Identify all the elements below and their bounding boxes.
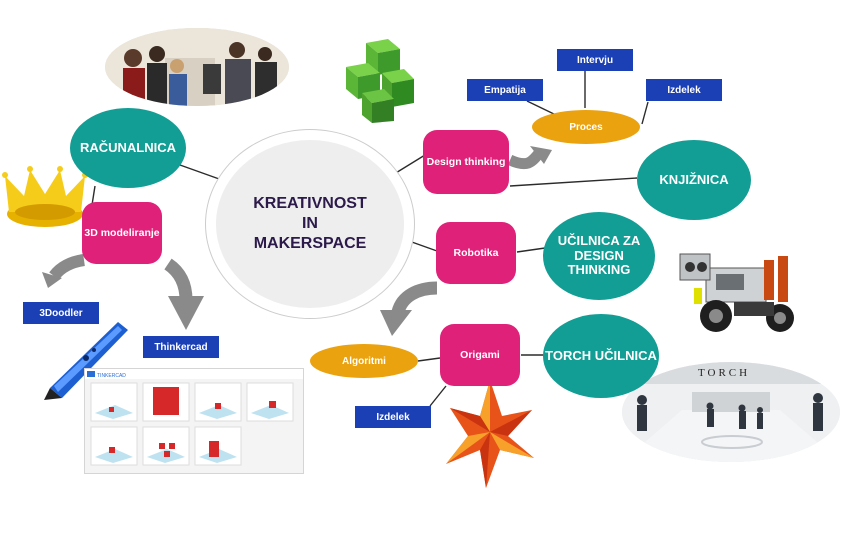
label-empatija: Empatija — [467, 79, 543, 101]
crown-image — [2, 164, 88, 230]
label-izdelek-bottom: Izdelek — [355, 406, 431, 428]
center-line-1: KREATIVNOST — [253, 195, 367, 212]
origami-star-image — [446, 380, 534, 488]
label-intervju: Intervju — [557, 49, 633, 71]
link-proces-izdelek — [641, 101, 649, 125]
center-line-3: MAKERSPACE — [253, 235, 367, 252]
green-puzzle-cube-image — [342, 37, 418, 123]
node-design-thinking: Design thinking — [423, 130, 509, 194]
link-center-racunalnica — [179, 164, 223, 181]
arrow-to-thinkercad-head — [168, 296, 204, 330]
knjiznica-label: KNJIŽNICA — [659, 171, 729, 187]
link-origami-algoritmi — [417, 357, 441, 362]
origami-label: Origami — [460, 349, 500, 361]
node-3d-modeliranje: 3D modeliranje — [82, 202, 162, 264]
proces-label: Proces — [569, 121, 603, 133]
link-origami-izdelek — [429, 385, 447, 407]
center-node: KREATIVNOST IN MAKERSPACE — [216, 140, 404, 308]
link-center-design — [385, 154, 426, 180]
node-origami: Origami — [440, 324, 520, 386]
design-thinking-label: Design thinking — [426, 156, 506, 168]
node-ucilnica-design-thinking: UČILNICA ZA DESIGN THINKING — [543, 212, 655, 300]
robotika-label: Robotika — [453, 247, 499, 259]
tinkercad-logo-text: TINKERCAD — [97, 373, 126, 379]
link-robotika-ucilnica — [516, 247, 546, 253]
arrow-to-proces — [507, 148, 545, 170]
racunalnica-label: RAČUNALNICA — [79, 139, 177, 155]
node-knjiznica: KNJIŽNICA — [637, 140, 751, 220]
torch-sign-text: TORCH — [698, 367, 750, 379]
arrow-to-algoritmi-head — [380, 310, 412, 336]
arrow-to-3doodler — [49, 254, 86, 280]
center-line-2: IN — [301, 215, 318, 232]
empatija-text: Empatija — [484, 84, 526, 96]
lego-robot-image — [676, 248, 806, 336]
link-racunalnica-modeliranje — [91, 185, 96, 206]
computer-lab-photo — [105, 28, 289, 106]
node-proces: Proces — [532, 110, 640, 144]
node-torch-ucilnica: TORCH UČILNICA — [543, 314, 659, 398]
label-3doodler: 3Doodler — [23, 302, 99, 324]
torch-ucilnica-label: TORCH UČILNICA — [545, 347, 657, 363]
tinkercad-screenshot: TINKERCAD — [84, 368, 304, 474]
label-izdelek-top: Izdelek — [646, 79, 722, 101]
node-algoritmi: Algoritmi — [310, 344, 418, 378]
node-robotika: Robotika — [436, 222, 516, 284]
torch-classroom-photo: TORCH — [622, 362, 840, 462]
arrow-to-thinkercad — [164, 258, 193, 301]
ucilnica-label-line-3: THINKING — [567, 262, 631, 278]
ucilnica-label-line-1: UČILNICA ZA — [557, 232, 641, 248]
intervju-text: Intervju — [576, 54, 614, 66]
3d-pen-image — [40, 316, 132, 400]
label-thinkercad: Thinkercad — [143, 336, 219, 358]
link-proces-empatija — [526, 100, 557, 116]
arrow-to-algoritmi — [391, 281, 438, 315]
3doodler-text: 3Doodler — [39, 307, 83, 319]
algoritmi-label: Algoritmi — [342, 355, 386, 367]
modeliranje-label: 3D modeliranje — [84, 227, 160, 239]
arrow-to-3doodler-head — [42, 272, 62, 288]
izdelek-bottom-text: Izdelek — [376, 411, 410, 423]
ucilnica-label-line-2: DESIGN — [574, 247, 624, 263]
node-racunalnica: RAČUNALNICA — [70, 108, 186, 188]
thinkercad-text: Thinkercad — [154, 341, 208, 353]
link-design-knjiznica — [509, 177, 638, 187]
izdelek-top-text: Izdelek — [667, 84, 701, 96]
arrow-to-proces-head — [530, 146, 552, 164]
